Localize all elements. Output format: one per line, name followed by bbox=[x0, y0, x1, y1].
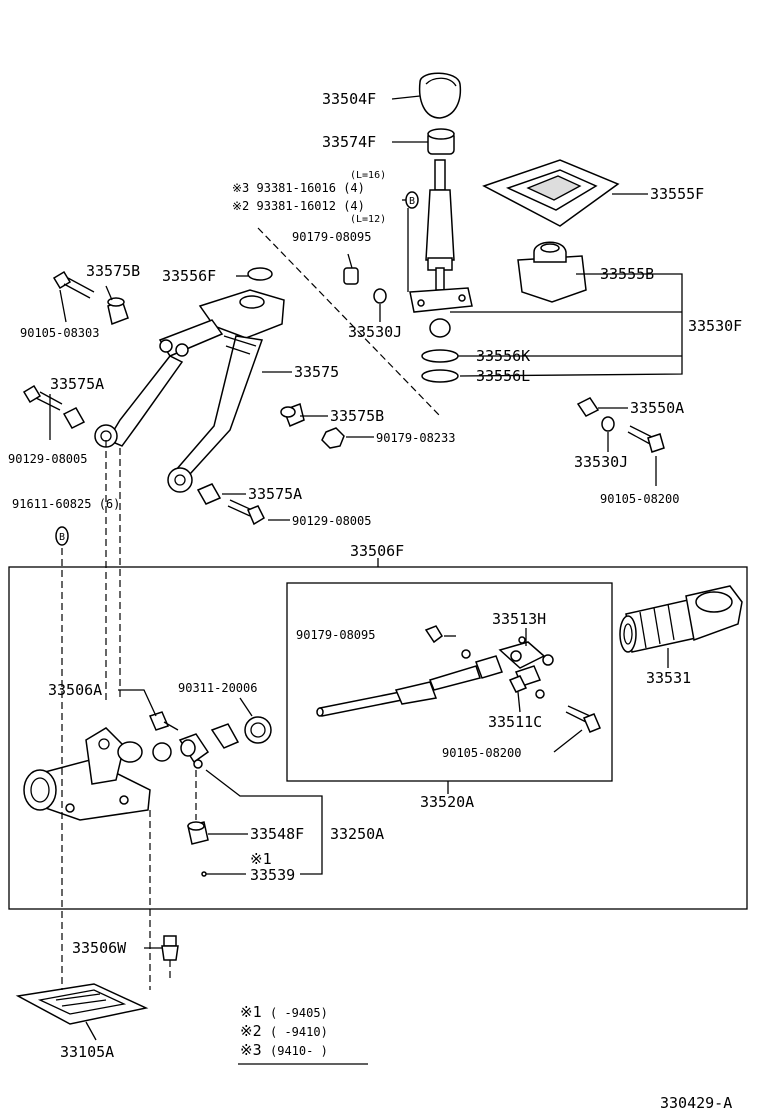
legend-text-3: (9410- ) bbox=[270, 1044, 328, 1058]
washer-a bbox=[461, 649, 471, 659]
label-33575B-lower: 33575B bbox=[330, 407, 384, 425]
label-33513H: 33513H bbox=[492, 610, 546, 628]
bolt-b-label-2: B bbox=[59, 532, 65, 543]
bushing-33550A bbox=[576, 397, 600, 417]
washer-b bbox=[535, 689, 545, 699]
bushing-33575B-lower bbox=[280, 403, 305, 427]
bolt-90129-08005-lower bbox=[227, 499, 265, 526]
label-90129-08005-upper: 90129-08005 bbox=[8, 452, 87, 466]
label-33530J-upper: 33530J bbox=[348, 323, 402, 341]
shift-boot-33555B bbox=[517, 241, 587, 303]
bolt-b-label: B bbox=[409, 196, 415, 207]
shift-knob-33504F bbox=[418, 72, 462, 119]
label-33105A: 33105A bbox=[60, 1043, 114, 1061]
part-labels: 33504F 33574F 33555F (L=16) ※3 93381-160… bbox=[8, 90, 742, 1061]
label-33574F: 33574F bbox=[322, 133, 376, 151]
shift-rod-33520A bbox=[316, 641, 554, 717]
label-33504F: 33504F bbox=[322, 90, 376, 108]
shift-lever-housing bbox=[23, 727, 151, 821]
label-33506A: 33506A bbox=[48, 681, 102, 699]
washer-33556F bbox=[247, 267, 273, 281]
label-33575A-lower: 33575A bbox=[248, 485, 302, 503]
legend-mark-3: ※3 bbox=[240, 1041, 262, 1059]
label-90105-08303: 90105-08303 bbox=[20, 326, 99, 340]
label-mark1: ※1 bbox=[250, 850, 272, 868]
ring-33556K bbox=[421, 349, 459, 363]
bolt-90105-08200-upper bbox=[627, 425, 665, 453]
bushing-33575A-upper bbox=[62, 407, 86, 429]
label-33550A: 33550A bbox=[630, 399, 684, 417]
label-90179-08233: 90179-08233 bbox=[376, 431, 455, 445]
label-90129-08005-lower: 90129-08005 bbox=[292, 514, 371, 528]
o-ring-33530J-upper bbox=[373, 288, 387, 304]
bolt-33506A bbox=[148, 711, 179, 731]
label-33520A: 33520A bbox=[420, 793, 474, 811]
label-90105-08200-upper: 90105-08200 bbox=[600, 492, 679, 506]
bushing-33511C bbox=[508, 675, 528, 693]
label-33575A-upper: 33575A bbox=[50, 375, 104, 393]
bushings-shift-rod bbox=[152, 716, 272, 769]
label-91611-60825: 91611-60825 (6) bbox=[12, 497, 120, 511]
assembly-frame-33520A bbox=[286, 582, 613, 782]
label-33556F: 33556F bbox=[162, 267, 216, 285]
legend: ※1 ( -9405) ※2 ( -9410) ※3 (9410- ) bbox=[238, 1003, 368, 1065]
label-33556K: 33556K bbox=[476, 347, 530, 365]
shift-lever bbox=[409, 159, 473, 338]
nut-90179-08233 bbox=[321, 427, 345, 449]
label-33555F: 33555F bbox=[650, 185, 704, 203]
label-33530F: 33530F bbox=[688, 317, 742, 335]
label-33530J-lower: 33530J bbox=[574, 453, 628, 471]
bolt-91611-60825: B bbox=[55, 526, 69, 546]
label-l12: (L=12) bbox=[350, 214, 386, 225]
label-90179-08095-lower: 90179-08095 bbox=[296, 628, 375, 642]
shift-housing-plate-33105A bbox=[15, 983, 149, 1025]
ring-33556L bbox=[421, 369, 459, 383]
bolt-90105-08200-lower bbox=[565, 705, 601, 733]
bushing-33548F bbox=[187, 821, 209, 845]
label-33575B-upper: 33575B bbox=[86, 262, 140, 280]
pin-33539 bbox=[201, 871, 207, 877]
shift-lever-boot-cover-33555F bbox=[482, 159, 620, 227]
o-ring-33530J-lower bbox=[601, 416, 615, 432]
washer-c bbox=[518, 636, 526, 644]
legend-mark-1: ※1 bbox=[240, 1003, 262, 1021]
label-33531: 33531 bbox=[646, 669, 691, 687]
label-93381-16012: ※2 93381-16012 (4) bbox=[232, 199, 365, 213]
diagram-id: 330429-A bbox=[660, 1094, 732, 1112]
shift-lever-retainer-33575 bbox=[94, 289, 285, 493]
rod-boot-33531 bbox=[619, 585, 743, 653]
label-33250A: 33250A bbox=[330, 825, 384, 843]
label-33548F: 33548F bbox=[250, 825, 304, 843]
legend-text-2: ( -9410) bbox=[270, 1025, 328, 1039]
label-33575: 33575 bbox=[294, 363, 339, 381]
label-90179-08095-upper: 90179-08095 bbox=[292, 230, 371, 244]
bushing-33575A-lower bbox=[196, 483, 222, 505]
bolt-90129-08005-upper bbox=[22, 384, 63, 411]
legend-text-1: ( -9405) bbox=[270, 1006, 328, 1020]
bushing-33575B-upper bbox=[107, 297, 129, 326]
alignment-lines bbox=[61, 227, 441, 990]
nut-90179-08095-upper bbox=[343, 267, 359, 285]
label-90105-08200-lower: 90105-08200 bbox=[442, 746, 521, 760]
breather-plug-33506W bbox=[161, 935, 179, 961]
label-90311-20006: 90311-20006 bbox=[178, 681, 257, 695]
knob-nut-33574F bbox=[427, 128, 455, 155]
label-93381-16016: ※3 93381-16016 (4) bbox=[232, 181, 365, 195]
label-33511C: 33511C bbox=[488, 713, 542, 731]
leader-lines bbox=[49, 95, 683, 1041]
label-33506W: 33506W bbox=[72, 939, 127, 957]
label-33539: 33539 bbox=[250, 866, 295, 884]
nut-90179-08095-lower bbox=[424, 625, 443, 644]
label-33506F: 33506F bbox=[350, 542, 404, 560]
label-l16: (L=16) bbox=[350, 170, 386, 181]
label-33555B: 33555B bbox=[600, 265, 654, 283]
bolt-90105-08303 bbox=[52, 270, 95, 299]
label-33556L: 33556L bbox=[476, 367, 530, 385]
legend-mark-2: ※2 bbox=[240, 1022, 262, 1040]
